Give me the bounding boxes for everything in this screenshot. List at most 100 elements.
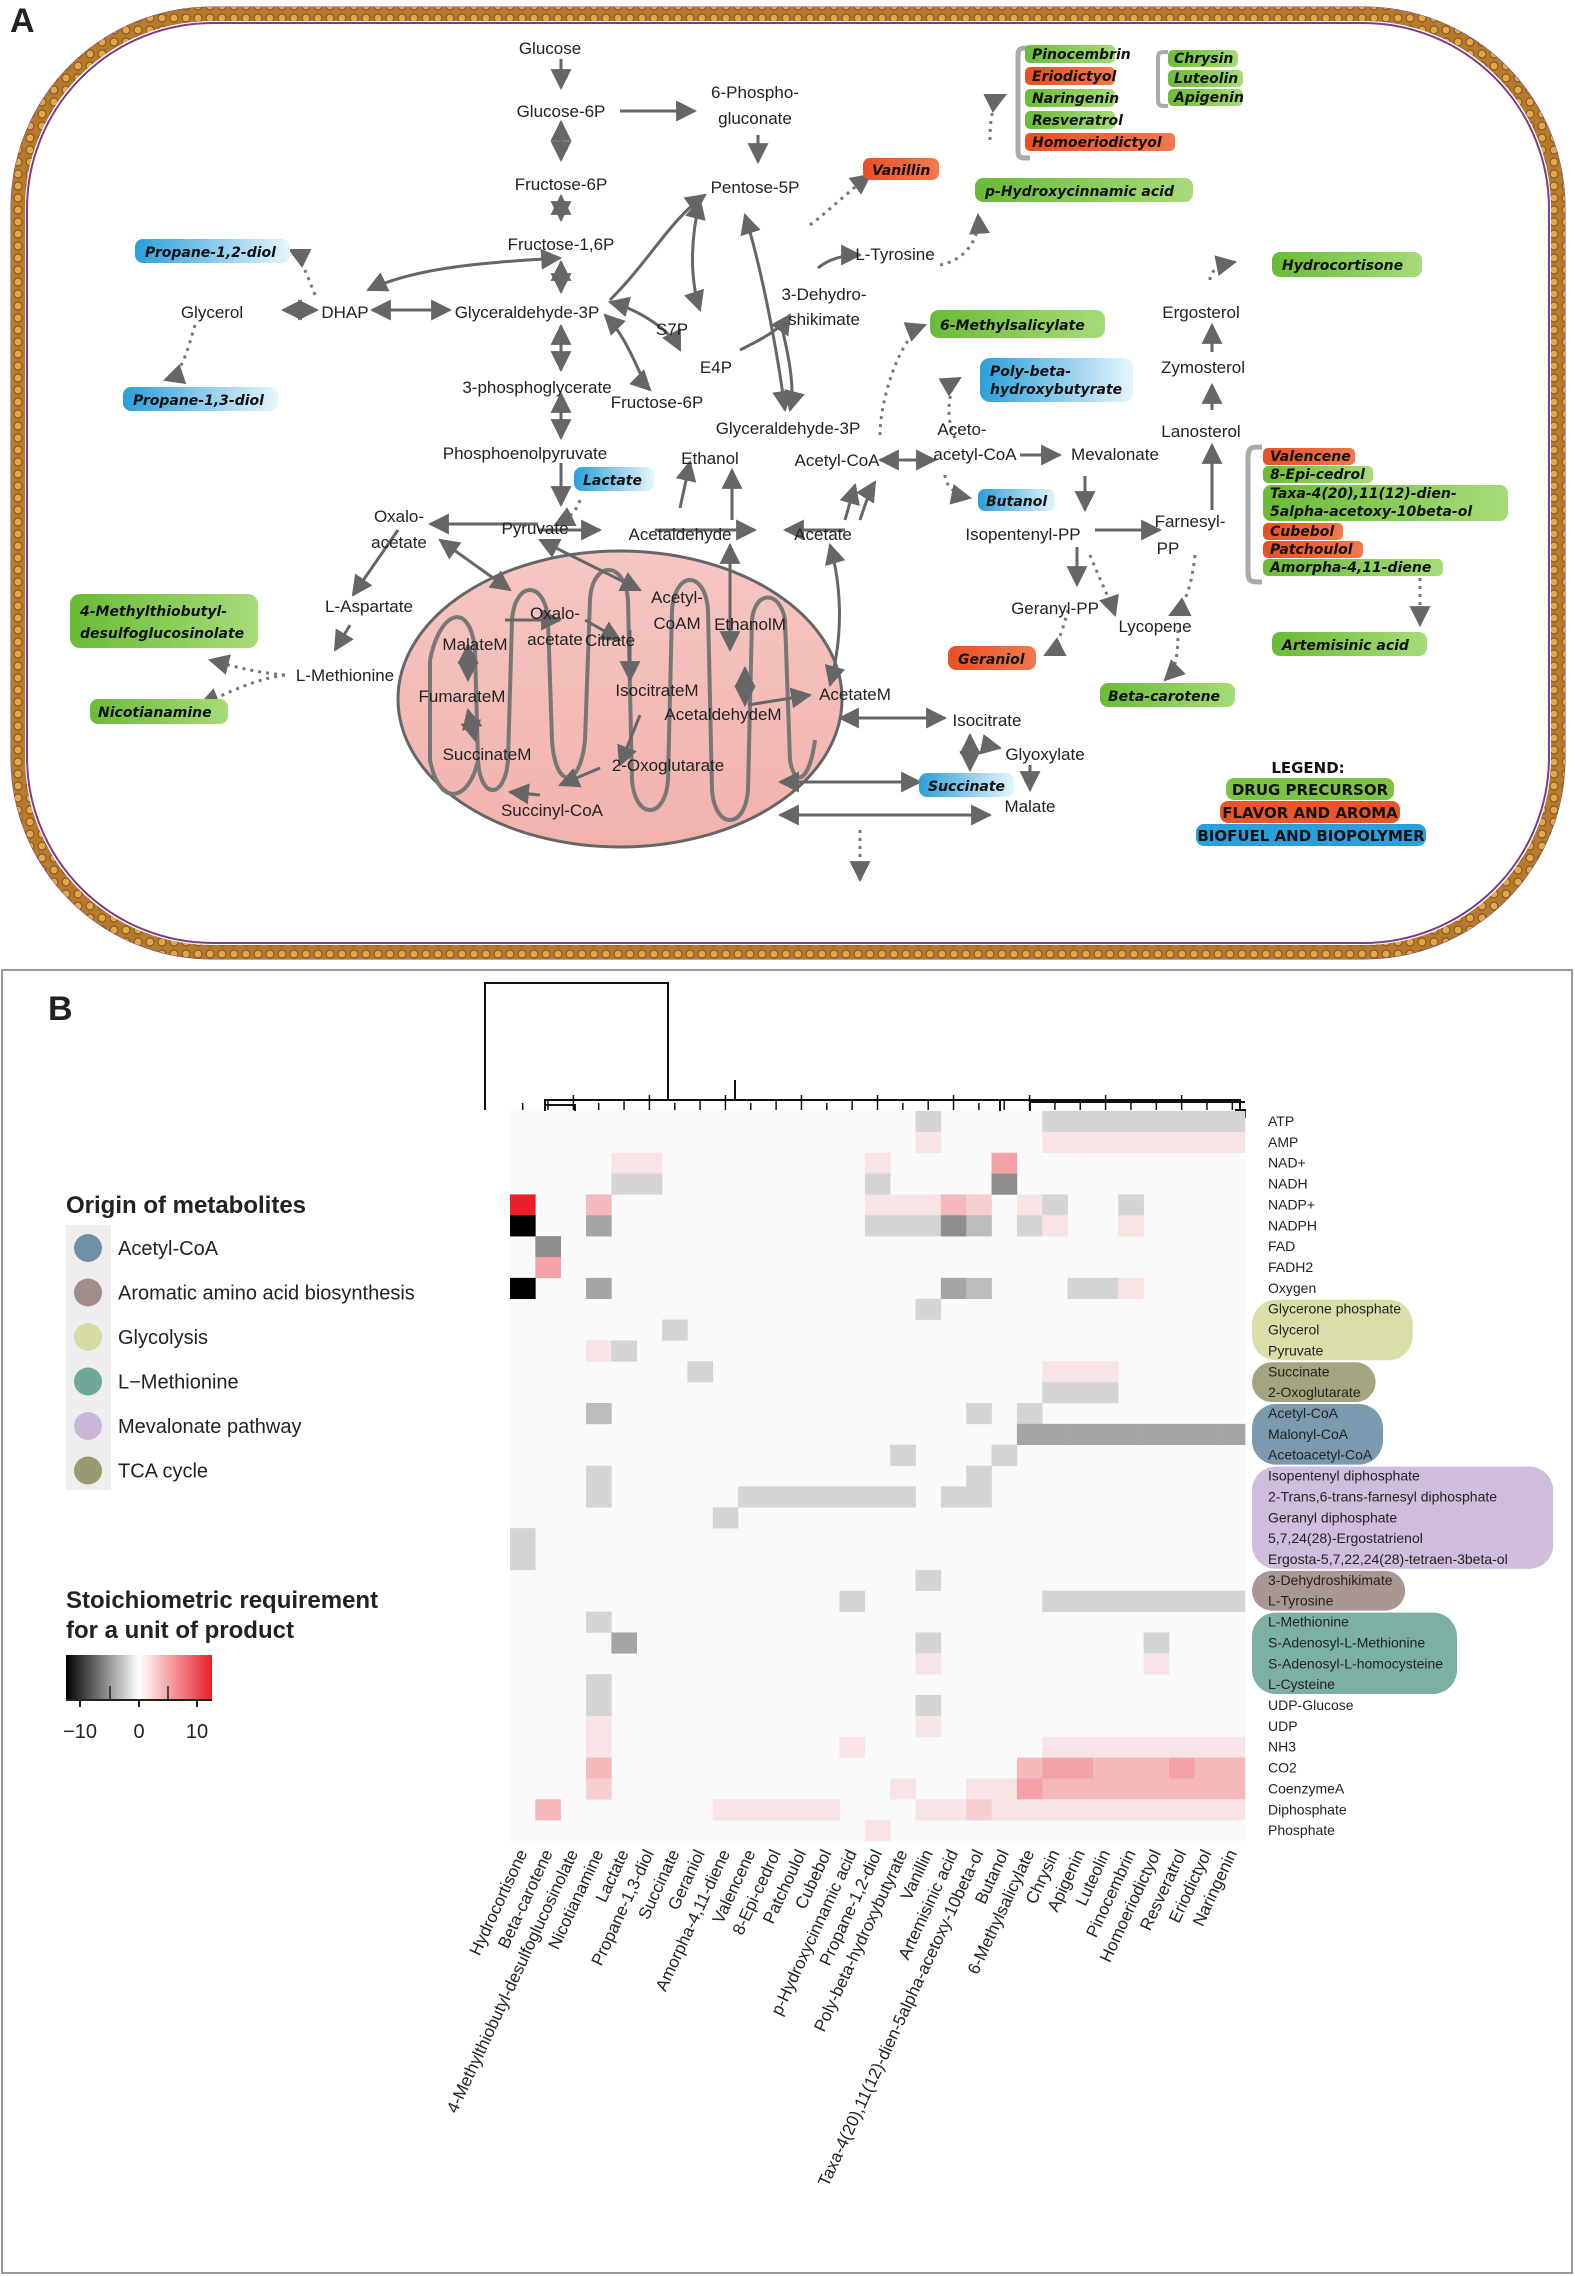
heatmap-cell <box>1042 1736 1068 1758</box>
heatmap-cell <box>864 1215 891 1237</box>
heatmap-cell <box>586 1778 612 1800</box>
node-fumaratem: FumarateM <box>419 687 506 706</box>
heatmap-cell <box>535 1236 561 1258</box>
tag-apigenin-bg <box>1168 89 1243 106</box>
cell-membrane <box>11 7 1565 959</box>
row-label: Acetyl-CoA <box>1268 1405 1339 1421</box>
tag-propane13: Propane-1,3-diol <box>133 393 264 409</box>
tag-phb-2: hydroxybutyrate <box>990 382 1122 398</box>
heatmap-cell <box>586 1736 612 1758</box>
row-group-band <box>1252 1362 1376 1402</box>
heatmap-cell <box>1067 1361 1094 1383</box>
row-label: Diphosphate <box>1268 1801 1347 1817</box>
heatmap-cell <box>1042 1757 1068 1779</box>
heatmap-cell <box>1143 1423 1170 1446</box>
heatmap-cell <box>839 1486 866 1508</box>
origin-swatch <box>74 1234 102 1262</box>
heatmap-cell <box>586 1340 612 1362</box>
heatmap-cell <box>788 1799 815 1821</box>
legend-biofuel: BIOFUEL AND BIOPOLYMER <box>1197 827 1425 845</box>
tag-taxa-bg <box>1263 485 1508 521</box>
tag-lactate: Lactate <box>583 473 642 489</box>
tag-chrysin-bg <box>1168 50 1238 67</box>
heatmap-cell <box>991 1173 1018 1195</box>
node-dhap: DHAP <box>321 303 368 322</box>
row-group-band <box>1252 1612 1457 1694</box>
heatmap-cell <box>864 1194 891 1216</box>
origin-label: L−Methionine <box>118 1372 239 1394</box>
tag-pinocembrin-bg <box>1025 45 1115 63</box>
node-lycopene: Lycopene <box>1118 617 1191 636</box>
heatmap-cell <box>915 1298 942 1320</box>
node-acetyl-coam-1: Acetyl- <box>651 588 703 607</box>
legend-biofuel-box <box>1196 824 1426 846</box>
node-oxalom-1: Oxalo- <box>530 604 580 623</box>
row-label: Oxygen <box>1268 1280 1316 1296</box>
heatmap-cell <box>788 1486 815 1508</box>
heatmap-cell <box>915 1695 942 1717</box>
node-lanosterol: Lanosterol <box>1161 422 1240 441</box>
heatmap-cell <box>890 1194 916 1216</box>
heatmap-cell <box>586 1695 612 1717</box>
row-label: CO2 <box>1268 1760 1297 1776</box>
heatmap-cell <box>1118 1757 1144 1779</box>
heatmap-cell <box>1194 1799 1220 1821</box>
node-pep: Phosphoenolpyruvate <box>443 444 607 463</box>
node-acetaldehyde: Acetaldehyde <box>628 525 731 544</box>
heatmap-cell <box>1219 1778 1246 1800</box>
node-pentose-5p: Pentose-5P <box>711 178 800 197</box>
panel-a: A <box>10 2 1566 960</box>
heatmap-cell <box>940 1799 967 1821</box>
panel-b-label: B <box>48 990 73 1028</box>
node-isopentenyl-pp: Isopentenyl-PP <box>965 525 1080 544</box>
heatmap-cell <box>890 1778 916 1800</box>
row-label: L-Tyrosine <box>1268 1593 1334 1609</box>
origin-label: Glycolysis <box>118 1327 208 1349</box>
node-citrate: Citrate <box>585 631 635 650</box>
row-label: NH3 <box>1268 1739 1296 1755</box>
legend-drug: DRUG PRECURSOR <box>1232 781 1389 799</box>
tag-propane12: Propane-1,2-diol <box>145 245 276 261</box>
heatmap <box>510 1111 1246 1842</box>
heatmap-cell <box>611 1340 638 1362</box>
heatmap-cell <box>940 1486 967 1508</box>
panel-a-legend: LEGEND: DRUG PRECURSOR FLAVOR AND AROMA … <box>1196 759 1426 846</box>
heatmap-cell <box>1219 1799 1246 1821</box>
heatmap-cell <box>915 1569 942 1592</box>
tag-homoeriodictyol-bg <box>1025 133 1175 151</box>
heatmap-cell <box>1143 1757 1170 1779</box>
heatmap-cell <box>966 1465 992 1487</box>
node-succinatem: SuccinateM <box>443 745 532 764</box>
origin-legend-bg <box>66 1225 111 1490</box>
tag-amorpha-bg <box>1263 559 1443 576</box>
scale-tick-min: −10 <box>63 1721 97 1743</box>
heatmap-cell <box>611 1173 638 1195</box>
origin-swatch <box>74 1367 102 1396</box>
heatmap-cell <box>915 1194 942 1216</box>
heatmap-cell <box>1067 1131 1094 1154</box>
heatmap-cell <box>1042 1382 1068 1404</box>
row-label: FAD <box>1268 1238 1295 1254</box>
heatmap-cell <box>535 1257 561 1279</box>
panel-a-label: A <box>10 2 35 40</box>
tag-eriodictyol: Eriodictyol <box>1032 69 1116 85</box>
tag-p-hydroxycinnamic-bg <box>975 178 1193 202</box>
row-label: FADH2 <box>1268 1259 1313 1275</box>
heatmap-cell <box>1092 1277 1119 1300</box>
heatmap-cell <box>586 1757 612 1779</box>
tag-propane12-bg <box>135 239 290 263</box>
heatmap-cell <box>915 1715 942 1738</box>
tag-betacarotene-bg <box>1100 683 1235 707</box>
tag-nicotianamine: Nicotianamine <box>98 705 212 721</box>
heatmap-cell <box>1092 1799 1119 1821</box>
heatmap-cell <box>890 1444 916 1466</box>
tag-mtb-bg <box>70 594 258 648</box>
heatmap-cell <box>814 1486 840 1508</box>
heatmap-cell <box>1092 1361 1119 1383</box>
node-fructose-16p: Fructose-1,6P <box>508 235 615 254</box>
node-3-phosphoglycerate: 3-phosphoglycerate <box>462 378 611 397</box>
heatmap-cell <box>738 1486 764 1508</box>
node-acetaldehydem: AcetaldehydeM <box>664 705 781 724</box>
tag-methylsalicylate: 6-Methylsalicylate <box>940 318 1085 334</box>
heatmap-cell <box>510 1194 536 1216</box>
